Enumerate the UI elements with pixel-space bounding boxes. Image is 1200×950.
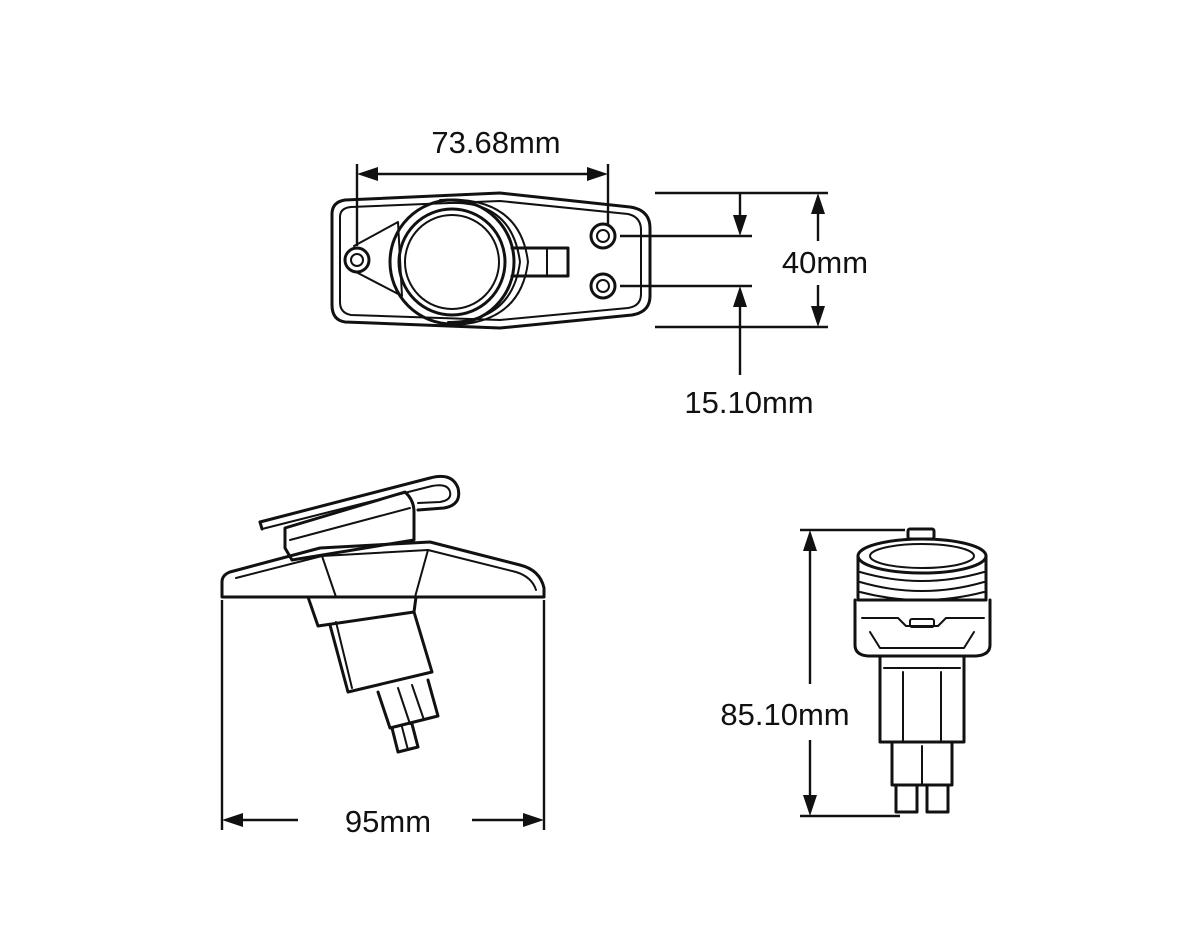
width-top-label: 73.68mm	[431, 125, 560, 160]
side-view	[220, 474, 546, 754]
socket-cap	[388, 198, 529, 327]
mounting-hole-right-top	[589, 222, 617, 250]
top-view	[330, 191, 652, 330]
mounting-hole-left	[343, 246, 371, 274]
height-top-label: 40mm	[782, 245, 868, 280]
dimension-height-top: 40mm	[655, 191, 868, 329]
dimension-hole-spacing: 15.10mm	[620, 193, 814, 420]
dimension-width-side: 95mm	[220, 600, 546, 839]
mounting-hole-right-bottom	[589, 272, 617, 300]
cap-tab	[510, 246, 570, 278]
hole-spacing-label: 15.10mm	[684, 385, 813, 420]
dimension-width-top: 73.68mm	[355, 125, 610, 246]
dimension-height-front: 85.10mm	[720, 528, 905, 818]
width-side-label: 95mm	[345, 804, 431, 839]
front-view	[853, 527, 992, 814]
height-front-label: 85.10mm	[720, 697, 849, 732]
